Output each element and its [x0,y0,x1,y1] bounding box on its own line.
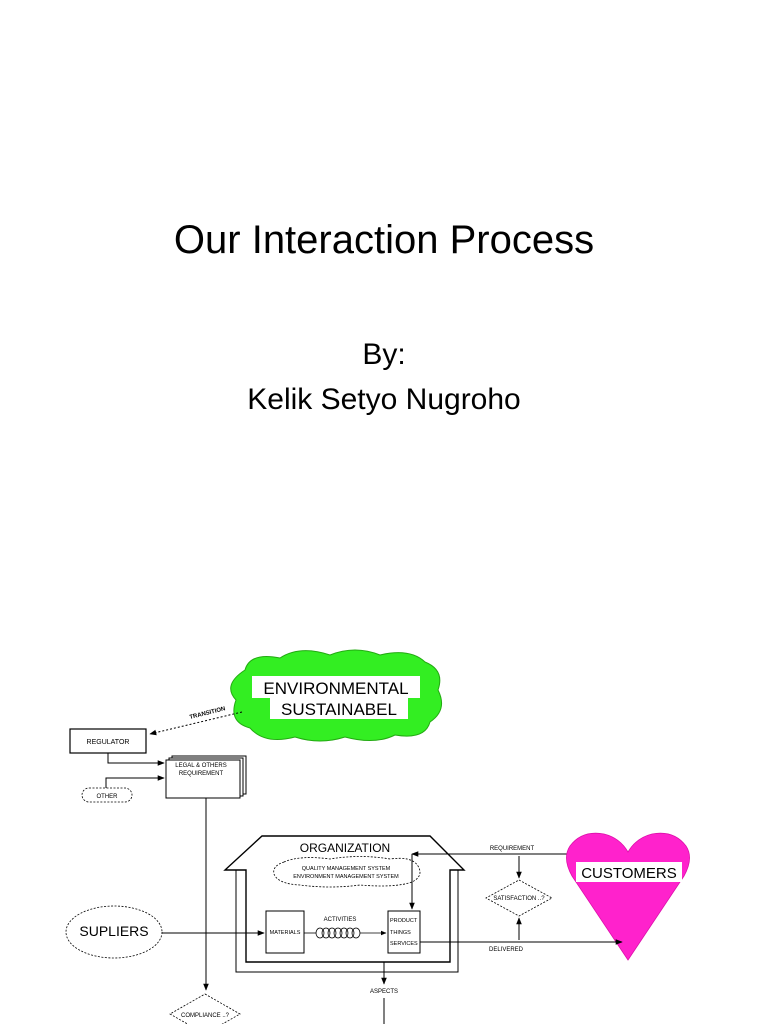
customers-heart [566,832,690,961]
regulator-to-legal-arrow [107,753,165,766]
customers-label-box [576,862,682,882]
legal-requirement-box [165,759,241,799]
sustainabel-label: SUSTAINABEL [281,700,397,719]
compliance-label: COMPLIANCE ..? [181,1013,230,1019]
product-box [387,910,421,954]
activities-label: ACTIVITIES [324,917,357,923]
compliance-diamond [169,993,241,1024]
other-to-legal-arrow [105,775,165,788]
cloud-label-box-2 [270,698,408,719]
legal-label-1: LEGAL & OTHERS [175,763,226,769]
suppliers-label: SUPLIERS [79,923,148,939]
legal-label-2: REQUIREMENT [179,771,224,777]
author-name: Kelik Setyo Nugroho [247,383,521,416]
delivered-label: DELIVERED [489,947,524,953]
things-label: THINGS [390,930,411,936]
management-systems-cloud [273,856,421,888]
requirement-label: REQUIREMENT [490,846,535,852]
environmental-label: ENVIRONMENTAL [263,679,408,698]
product-label: PRODUCT [390,918,418,924]
customers-label: CUSTOMERS [581,865,677,882]
organization-outer-wall [235,870,459,973]
qms-label: QUALITY MANAGEMENT SYSTEM [302,866,391,872]
materials-box [265,910,305,954]
other-box [81,787,133,803]
byline: By: [362,338,406,371]
other-label: OTHER [97,794,119,800]
ems-label: ENVIRONMENT MANAGEMENT SYSTEM [293,874,399,880]
organization-label: ORGANIZATION [300,841,390,855]
materials-label: MATERIALS [270,930,301,936]
cloud-label-box-1 [252,676,420,698]
slide-title: Our Interaction Process [173,218,595,262]
regulator-box [69,728,147,754]
satisfaction-label: SATISFACTION ..? [493,896,545,902]
transition-label: TRANSITION [189,706,226,721]
suppliers-ellipse [65,905,163,959]
aspects-label: ASPECTS [370,989,398,995]
regulator-label: REGULATOR [87,739,130,746]
satisfaction-diamond [485,879,553,917]
services-label: SERVICES [390,941,418,947]
